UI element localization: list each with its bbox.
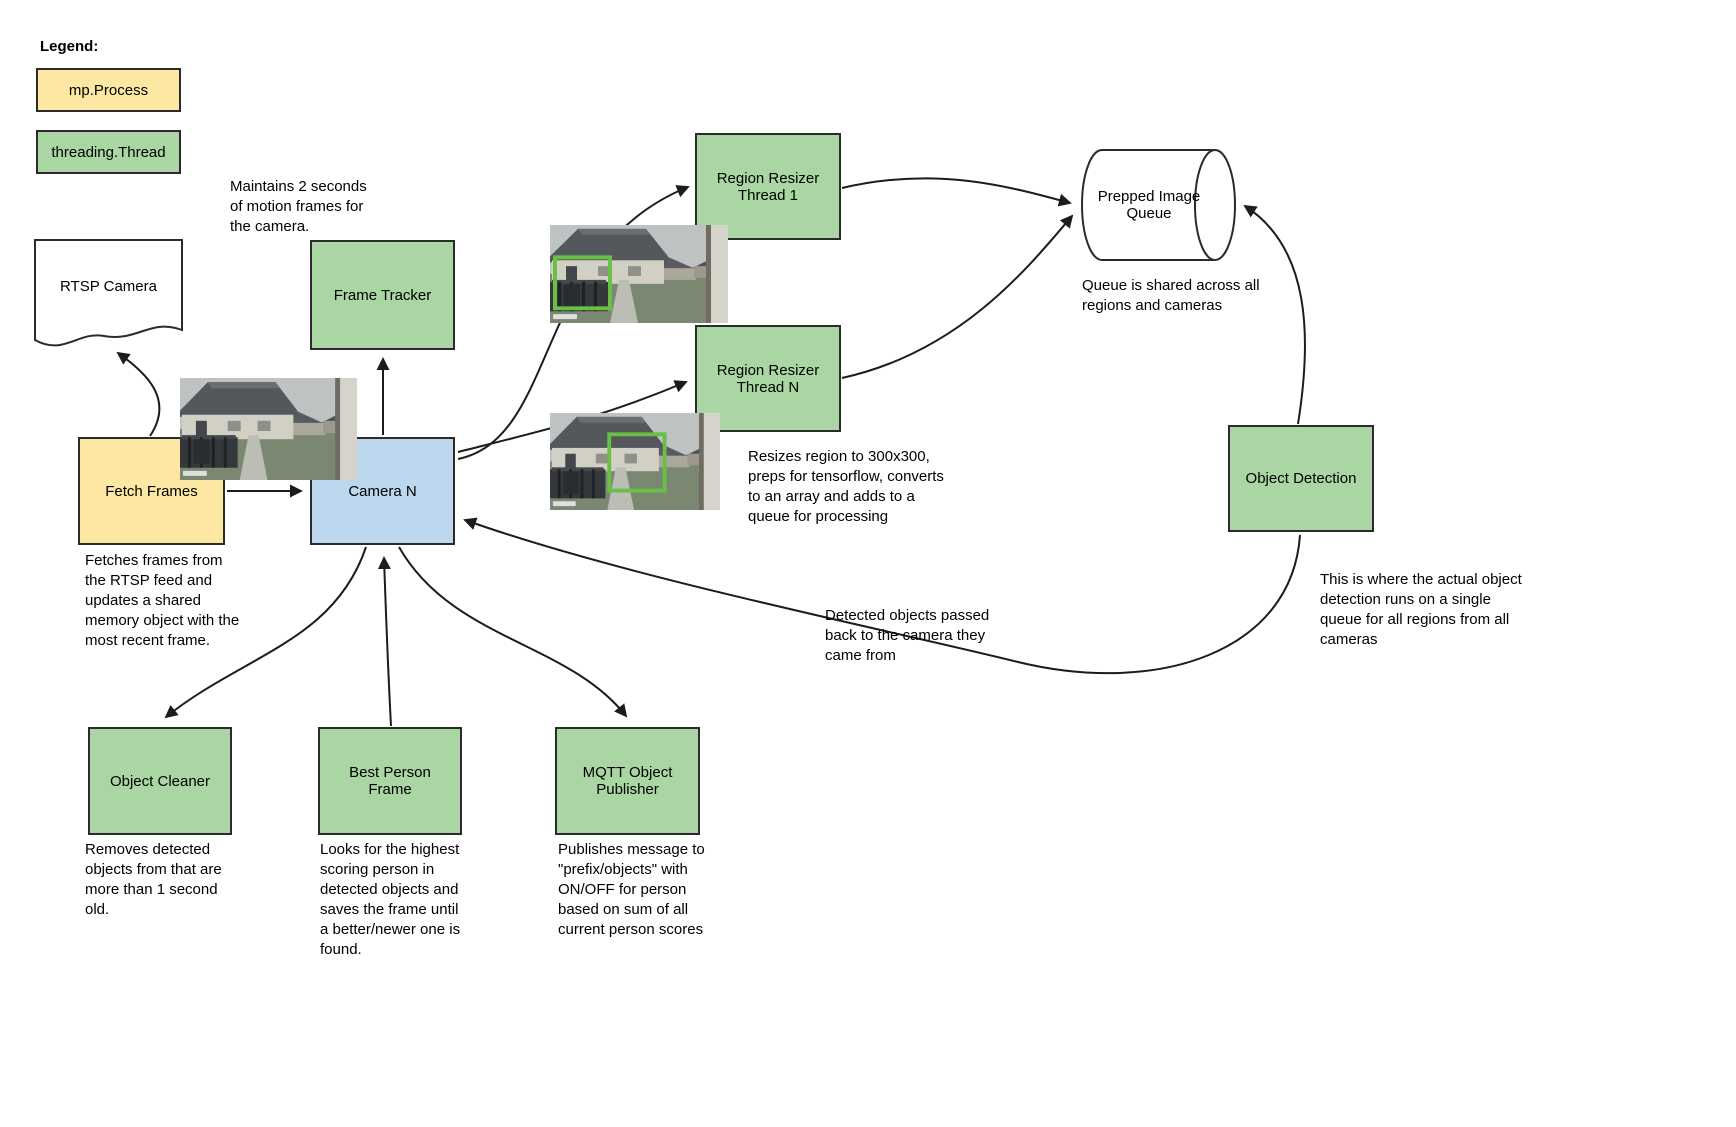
node-object-cleaner: Object Cleaner bbox=[88, 727, 232, 835]
node-region-resizer-thread-1: Region Resizer Thread 1 bbox=[695, 133, 841, 240]
edge-region-resizer-n-to-queue bbox=[841, 214, 1074, 379]
resizer-note: Resizes region to 300x300, preps for ten… bbox=[748, 448, 944, 525]
node-label: Best Person Frame bbox=[349, 764, 431, 798]
edge-camera-n-to-region-resizer-1 bbox=[457, 185, 690, 460]
node-frame-tracker: Frame Tracker bbox=[310, 240, 455, 350]
node-fetch-frames: Fetch Frames bbox=[78, 437, 225, 545]
fetch-frames-note: Fetches frames from the RTSP feed and up… bbox=[85, 552, 240, 649]
node-label: Region Resizer Thread N bbox=[716, 361, 820, 396]
legend-item-label: threading.Thread bbox=[51, 143, 166, 161]
camera-frame-snapshot bbox=[180, 378, 357, 480]
region-snapshot-n bbox=[550, 413, 720, 510]
edge-camera-n-to-mqtt-publisher bbox=[398, 546, 628, 718]
edge-camera-n-to-object-cleaner bbox=[164, 546, 367, 719]
node-label: Object Cleaner bbox=[109, 772, 211, 790]
mqtt-note: Publishes message to "prefix/objects" wi… bbox=[558, 841, 705, 938]
legend-item-label: mp.Process bbox=[68, 81, 149, 99]
node-label: Frame Tracker bbox=[333, 286, 432, 304]
detected-objects-note: Detected objects passed back to the came… bbox=[825, 607, 990, 664]
prepped-image-queue-shape bbox=[1081, 149, 1236, 261]
edge-fetch-frames-to-rtsp-camera bbox=[116, 351, 161, 437]
frame-tracker-note: Maintains 2 seconds of motion frames for… bbox=[230, 178, 367, 235]
node-label: Camera N bbox=[348, 482, 417, 500]
node-label: Region Resizer Thread 1 bbox=[716, 169, 820, 204]
node-object-detection: Object Detection bbox=[1228, 425, 1374, 532]
best-person-note: Looks for the highest scoring person in … bbox=[320, 841, 461, 958]
edge-region-resizer-1-to-queue bbox=[841, 177, 1072, 207]
legend-item-threading-thread: threading.Thread bbox=[36, 130, 181, 174]
region-snapshot-1 bbox=[550, 225, 728, 323]
queue-note: Queue is shared across all regions and c… bbox=[1082, 277, 1260, 314]
edge-object-detection-to-camera-n bbox=[463, 517, 1301, 675]
edge-best-person-frame-to-camera-n bbox=[377, 556, 392, 727]
node-label: Fetch Frames bbox=[105, 482, 198, 500]
object-detection-note: This is where the actual object detectio… bbox=[1320, 571, 1522, 648]
object-cleaner-note: Removes detected objects from that are m… bbox=[85, 841, 222, 918]
detection-bounding-box bbox=[607, 432, 667, 493]
legend-title: Legend: bbox=[40, 38, 99, 55]
node-mqtt-object-publisher: MQTT Object Publisher bbox=[555, 727, 700, 835]
detection-bounding-box bbox=[553, 255, 612, 311]
node-best-person-frame: Best Person Frame bbox=[318, 727, 462, 835]
node-label: MQTT Object Publisher bbox=[582, 764, 673, 798]
rtsp-camera-shape bbox=[34, 239, 183, 347]
legend-item-mp-process: mp.Process bbox=[36, 68, 181, 112]
node-label: Object Detection bbox=[1245, 470, 1357, 487]
edge-object-detection-to-queue bbox=[1243, 204, 1307, 425]
